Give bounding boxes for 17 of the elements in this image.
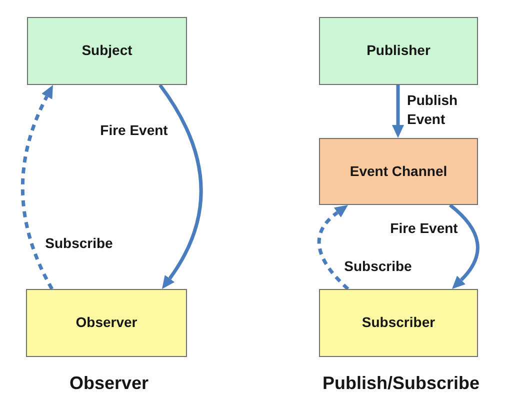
process-box: [319, 138, 478, 205]
arrow: [392, 85, 404, 138]
node-label: Subject: [82, 42, 132, 60]
dashed-arrow: [20, 84, 54, 290]
node-label: Subscriber: [362, 314, 436, 332]
node-label: Publisher: [366, 42, 430, 60]
process-box: [27, 17, 187, 85]
diagram-caption: Observer: [69, 372, 149, 395]
node-label: Observer: [76, 314, 138, 332]
process-box: [319, 17, 478, 85]
arrow: [448, 204, 480, 290]
node-label: Event Channel: [350, 162, 448, 180]
process-box: [26, 289, 187, 357]
process-box: [319, 289, 478, 357]
dashed-arrow: [317, 204, 350, 290]
diagram-caption: Publish/Subscribe: [322, 372, 480, 395]
arrow: [158, 84, 203, 290]
